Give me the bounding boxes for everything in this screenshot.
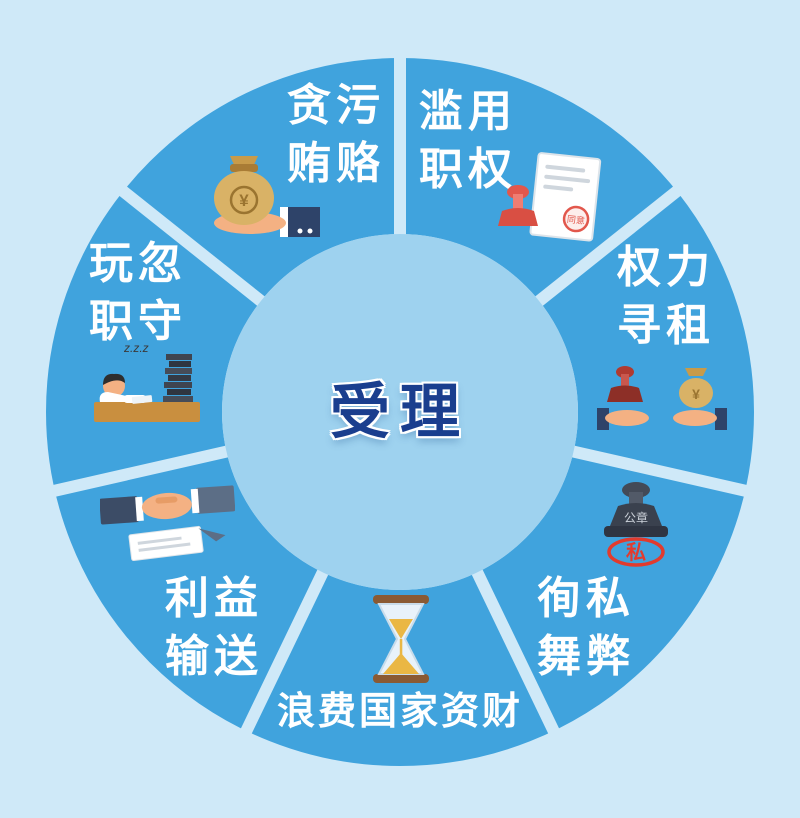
label-line: 徇私	[537, 574, 635, 623]
segment-label-corruption-bribery: 贪污 贿赂	[287, 77, 385, 193]
document-stamp-icon: 同意	[492, 150, 612, 255]
segment-label-power-rent-seeking: 权力 寻租	[617, 239, 715, 355]
center-label: 受理	[330, 378, 470, 446]
label-line: 舞弊	[537, 632, 635, 681]
inner-circle	[222, 234, 578, 590]
paper-stack	[163, 354, 193, 402]
label-line: 贿赂	[287, 139, 385, 188]
stamp-money-hands-icon: ¥	[597, 360, 727, 438]
hourglass-icon	[369, 595, 433, 683]
private-seal-text: 私	[626, 541, 646, 564]
segment-divider	[529, 181, 687, 311]
money-bag-hand-icon: ¥	[195, 145, 320, 245]
segment-label-interest-transfer: 利益 输送	[165, 570, 263, 686]
segment-divider	[113, 181, 271, 311]
sleeping-worker-icon: z.z.z	[78, 336, 218, 436]
label-line: 玩忽	[89, 239, 187, 288]
label-line: 贪污	[287, 81, 385, 130]
segment-divider	[237, 562, 332, 741]
label-line: 输送	[165, 632, 263, 681]
segment-label-dereliction-of-duty: 玩忽 职守	[89, 235, 187, 351]
label-line: 职守	[89, 297, 187, 346]
segment-divider	[564, 443, 755, 499]
segment-divider	[468, 562, 563, 741]
official-seal-text: 公章	[624, 510, 648, 525]
label-line: 浪费国家资财	[276, 691, 524, 733]
yen-symbol: ¥	[239, 191, 249, 210]
segment-dividers	[45, 50, 755, 741]
zzz-text: z.z.z	[123, 341, 149, 355]
segment-label-abuse-of-power: 滥用 职权	[419, 83, 517, 199]
label-line: 利益	[165, 574, 263, 623]
segment-label-wasting-state-assets: 浪费国家资财	[277, 683, 523, 741]
label-line: 滥用	[419, 87, 517, 136]
private-seal-icon: 公章 私	[588, 478, 684, 574]
yen-symbol: ¥	[692, 386, 700, 402]
handshake-icon	[100, 468, 235, 563]
agree-stamp-text: 同意	[566, 213, 585, 226]
label-line: 职权	[419, 145, 517, 194]
label-line: 权力	[617, 243, 715, 292]
segment-label-favoritism-fraud: 徇私 舞弊	[537, 570, 635, 686]
label-line: 寻租	[617, 301, 715, 350]
segment-divider	[45, 443, 236, 499]
